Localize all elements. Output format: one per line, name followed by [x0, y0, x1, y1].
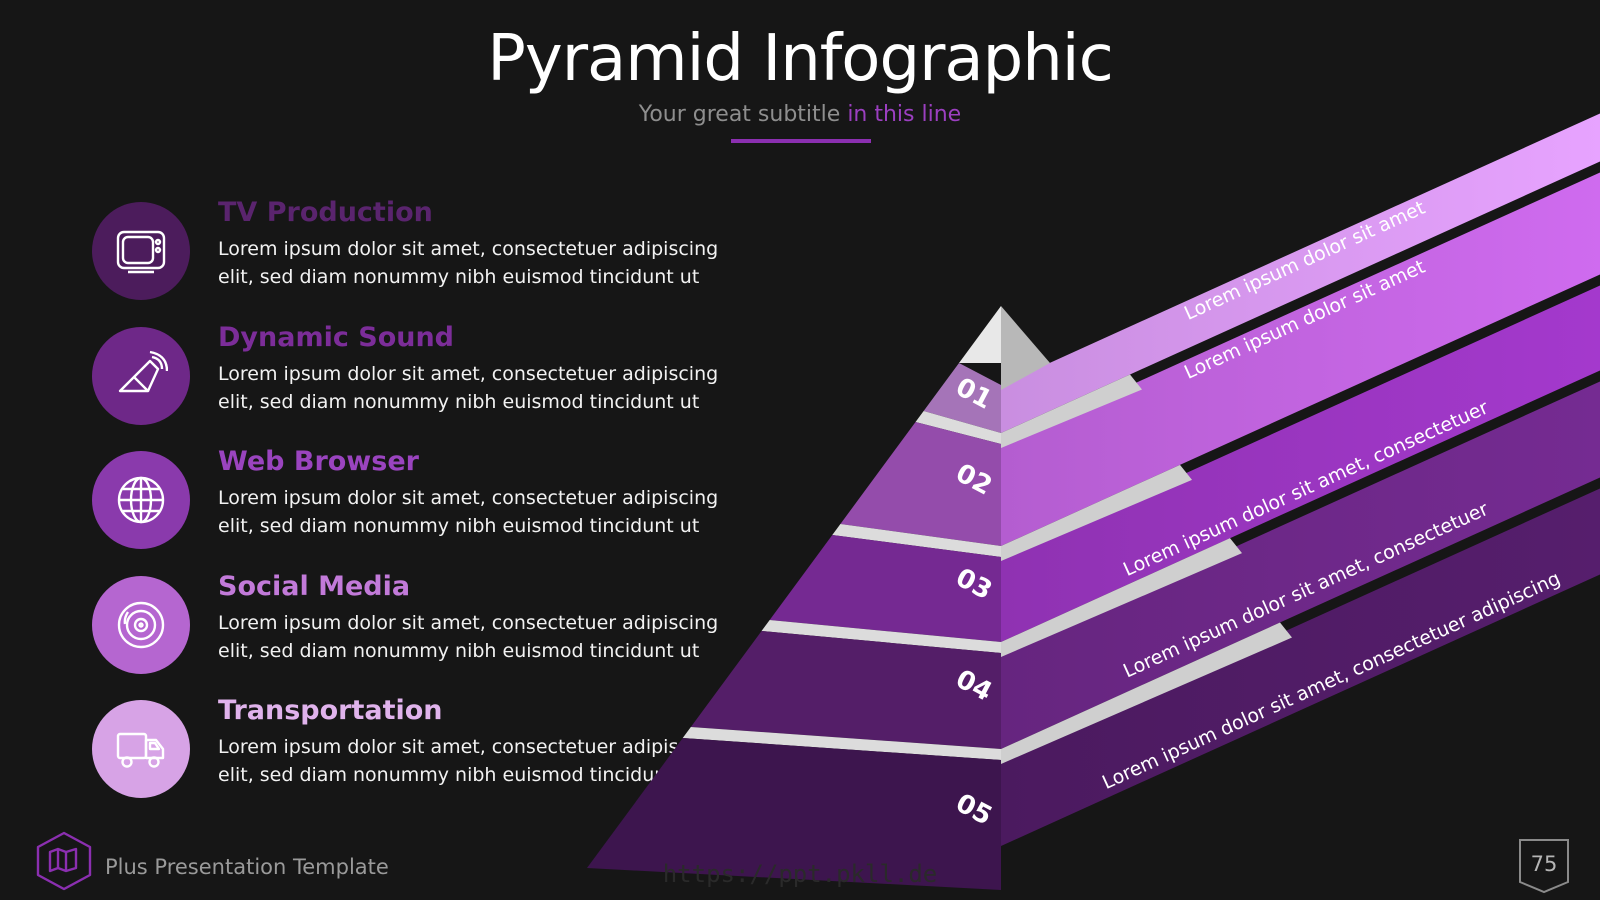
pyramid-ribbon	[1001, 381, 1600, 749]
item-text: Lorem ipsum dolor sit amet, consectetuer…	[218, 363, 719, 413]
page-subtitle: Your great subtitle in this line	[0, 102, 1600, 127]
vinyl-icon-circle	[92, 576, 190, 674]
pyramid-bevel	[1001, 538, 1242, 657]
truck-icon	[116, 732, 165, 768]
item-heading: Social Media	[218, 571, 411, 602]
pyramid-ribbon	[1001, 172, 1600, 546]
tv-icon-circle	[92, 202, 190, 300]
watermark: https://ppt.pkll.de	[662, 860, 938, 888]
pyramid-ribbon	[1001, 285, 1600, 642]
pyramid-separator	[682, 727, 1001, 760]
pyramid-bevel	[1001, 374, 1142, 448]
item-text: Lorem ipsum dolor sit amet, consectetuer…	[218, 736, 719, 786]
pyramid-ribbon	[1001, 488, 1600, 846]
item-heading: TV Production	[218, 197, 433, 228]
pyramid-level-left-face	[769, 535, 1001, 642]
list-item-tv-production: TV Production Lorem ipsum dolor sit amet…	[92, 197, 732, 301]
title-underline	[731, 139, 871, 143]
globe-icon	[117, 476, 165, 524]
speaker-icon-circle	[92, 327, 190, 425]
pyramid-separator	[832, 524, 1001, 557]
pyramid-tip-right	[1001, 306, 1050, 390]
map-icon	[36, 831, 92, 891]
item-heading: Transportation	[218, 695, 443, 726]
item-heading: Dynamic Sound	[218, 322, 455, 353]
list-item-dynamic-sound: Dynamic Sound Lorem ipsum dolor sit amet…	[92, 322, 732, 426]
page-number: 75	[1530, 852, 1558, 876]
pyramid-level-left-face	[690, 631, 1001, 749]
pyramid-level-left-face	[586, 738, 1001, 890]
item-text: Lorem ipsum dolor sit amet, consectetuer…	[218, 487, 719, 537]
truck-icon-circle	[92, 700, 190, 798]
pyramid-level-left-face	[840, 422, 1001, 546]
pyramid-bevel	[1001, 622, 1292, 764]
list-item-transportation: Transportation Lorem ipsum dolor sit ame…	[92, 695, 732, 799]
pyramid-ribbon	[1001, 113, 1600, 433]
pyramid-separator	[915, 411, 1001, 444]
globe-icon-circle	[92, 451, 190, 549]
pyramid-level-left-face	[923, 363, 1001, 433]
subtitle-plain: Your great subtitle	[638, 102, 841, 127]
list-item-web-browser: Web Browser Lorem ipsum dolor sit amet, …	[92, 446, 732, 550]
pyramid-bevel	[1001, 464, 1192, 561]
page-number-badge	[1519, 839, 1569, 894]
vinyl-icon	[117, 601, 165, 649]
page-title: Pyramid Infographic	[487, 22, 1114, 96]
item-text: Lorem ipsum dolor sit amet, consectetuer…	[218, 612, 719, 662]
subtitle-accent: in this line	[847, 102, 962, 127]
item-heading: Web Browser	[218, 446, 419, 477]
pyramid-tip-left	[959, 306, 1001, 363]
item-text: Lorem ipsum dolor sit amet, consectetuer…	[218, 238, 719, 288]
footer-brand: Plus Presentation Template	[105, 855, 389, 879]
tv-icon	[116, 230, 166, 274]
list-item-social-media: Social Media Lorem ipsum dolor sit amet,…	[92, 571, 732, 675]
pyramid-separator	[761, 620, 1001, 653]
speaker-icon	[118, 350, 168, 393]
